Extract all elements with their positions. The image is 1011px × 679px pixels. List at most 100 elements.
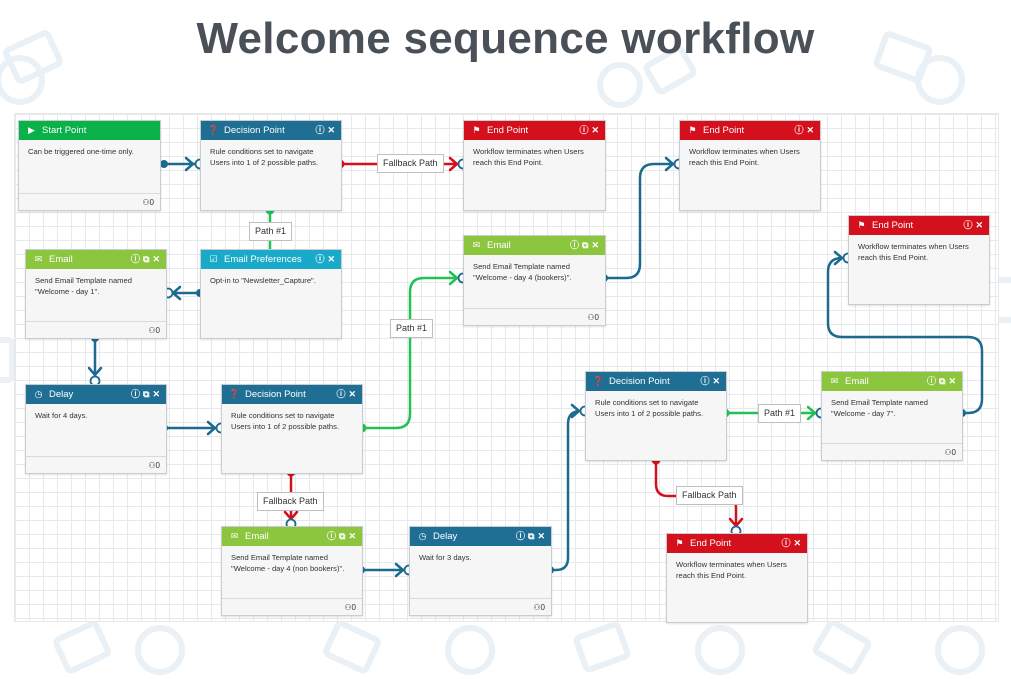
copy-icon[interactable]: ⧉ bbox=[528, 531, 535, 541]
node-title: Email bbox=[845, 376, 869, 387]
close-icon[interactable]: ✕ bbox=[327, 254, 335, 264]
close-icon[interactable]: ✕ bbox=[591, 125, 599, 135]
node-title: Start Point bbox=[42, 125, 87, 136]
end-point-node[interactable]: ⚑ End Point ⓘ ✕ Workflow terminates when… bbox=[463, 120, 606, 211]
copy-icon[interactable]: ⧉ bbox=[339, 531, 346, 541]
info-icon[interactable]: ⓘ bbox=[794, 125, 804, 135]
node-title: Email bbox=[245, 531, 269, 542]
close-icon[interactable]: ✕ bbox=[712, 376, 720, 386]
node-header[interactable]: ◷ Delay ⓘ ⧉ ✕ bbox=[410, 527, 551, 546]
end-point-node[interactable]: ⚑ End Point ⓘ ✕ Workflow terminates when… bbox=[679, 120, 821, 211]
decision-point-node[interactable]: ❓ Decision Point ⓘ ✕ Rule conditions set… bbox=[221, 384, 363, 474]
node-title: Delay bbox=[433, 531, 458, 542]
end-point-node[interactable]: ⚑ End Point ⓘ ✕ Workflow terminates when… bbox=[666, 533, 808, 623]
node-header[interactable]: ❓ Decision Point ⓘ ✕ bbox=[222, 385, 362, 404]
user-count: 0 bbox=[149, 198, 154, 207]
node-header[interactable]: ❓ Decision Point ⓘ ✕ bbox=[201, 121, 341, 140]
node-title: Email bbox=[49, 254, 73, 265]
close-icon[interactable]: ✕ bbox=[348, 531, 356, 541]
info-icon[interactable]: ⓘ bbox=[700, 376, 710, 386]
close-icon[interactable]: ✕ bbox=[327, 125, 335, 135]
node-description: Can be triggered one-time only. bbox=[28, 147, 134, 156]
node-title: End Point bbox=[487, 125, 529, 136]
email-node[interactable]: ✉ Email ⓘ ⧉ ✕ Send Email Template named … bbox=[821, 371, 963, 461]
close-icon[interactable]: ✕ bbox=[975, 220, 983, 230]
info-icon[interactable]: ⓘ bbox=[963, 220, 973, 230]
copy-icon[interactable]: ⧉ bbox=[582, 240, 589, 250]
flag-icon: ⚑ bbox=[675, 538, 684, 548]
fallback-path-label[interactable]: Fallback Path bbox=[676, 486, 743, 505]
play-icon: ▶ bbox=[28, 125, 35, 135]
info-icon[interactable]: ⓘ bbox=[927, 376, 937, 386]
node-header[interactable]: ⚑ End Point ⓘ ✕ bbox=[849, 216, 989, 235]
start-point-node[interactable]: ▶ Start Point Can be triggered one-time … bbox=[18, 120, 161, 211]
node-description: Wait for 3 days. bbox=[419, 553, 472, 562]
node-header[interactable]: ✉ Email ⓘ ⧉ ✕ bbox=[464, 236, 605, 255]
close-icon[interactable]: ✕ bbox=[152, 254, 160, 264]
node-title: Email Preferences bbox=[224, 254, 302, 265]
node-description: Rule conditions set to navigate Users in… bbox=[210, 147, 319, 167]
user-count: 0 bbox=[540, 603, 545, 612]
node-header[interactable]: ✉ Email ⓘ ⧉ ✕ bbox=[822, 372, 962, 391]
info-icon[interactable]: ⓘ bbox=[315, 254, 325, 264]
info-icon[interactable]: ⓘ bbox=[327, 531, 337, 541]
node-header[interactable]: ▶ Start Point bbox=[19, 121, 160, 140]
info-icon[interactable]: ⓘ bbox=[315, 125, 325, 135]
close-icon[interactable]: ✕ bbox=[793, 538, 801, 548]
node-title: Email bbox=[487, 240, 511, 251]
node-header[interactable]: ✉ Email ⓘ ⧉ ✕ bbox=[26, 250, 166, 269]
email-node[interactable]: ✉ Email ⓘ ⧉ ✕ Send Email Template named … bbox=[221, 526, 363, 616]
node-title: Decision Point bbox=[245, 389, 306, 400]
node-description: Send Email Template named "Welcome - day… bbox=[35, 276, 132, 296]
node-footer: ⚇0 bbox=[822, 443, 962, 460]
close-icon[interactable]: ✕ bbox=[948, 376, 956, 386]
info-icon[interactable]: ⓘ bbox=[570, 240, 580, 250]
node-header[interactable]: ⚑ End Point ⓘ ✕ bbox=[464, 121, 605, 140]
close-icon[interactable]: ✕ bbox=[591, 240, 599, 250]
info-icon[interactable]: ⓘ bbox=[516, 531, 526, 541]
clock-icon: ◷ bbox=[418, 531, 427, 541]
email-node[interactable]: ✉ Email ⓘ ⧉ ✕ Send Email Template named … bbox=[25, 249, 167, 339]
email-node[interactable]: ✉ Email ⓘ ⧉ ✕ Send Email Template named … bbox=[463, 235, 606, 326]
info-icon[interactable]: ⓘ bbox=[336, 389, 346, 399]
info-icon[interactable]: ⓘ bbox=[131, 389, 141, 399]
path-1-label[interactable]: Path #1 bbox=[249, 222, 293, 241]
node-title: Delay bbox=[49, 389, 74, 400]
decision-point-node[interactable]: ❓ Decision Point ⓘ ✕ Rule conditions set… bbox=[585, 371, 727, 461]
close-icon[interactable]: ✕ bbox=[348, 389, 356, 399]
node-header[interactable]: ☑ Email Preferences ⓘ ✕ bbox=[201, 250, 341, 269]
node-header[interactable]: ⚑ End Point ⓘ ✕ bbox=[667, 534, 807, 553]
users-icon: ⚇ bbox=[148, 461, 156, 470]
users-icon: ⚇ bbox=[944, 448, 952, 457]
copy-icon[interactable]: ⧉ bbox=[939, 376, 946, 386]
info-icon[interactable]: ⓘ bbox=[781, 538, 791, 548]
copy-icon[interactable]: ⧉ bbox=[143, 389, 150, 399]
close-icon[interactable]: ✕ bbox=[806, 125, 814, 135]
delay-node[interactable]: ◷ Delay ⓘ ⧉ ✕ Wait for 4 days. ⚇0 bbox=[25, 384, 167, 474]
node-header[interactable]: ⚑ End Point ⓘ ✕ bbox=[680, 121, 820, 140]
node-footer: ⚇0 bbox=[19, 193, 160, 210]
node-header[interactable]: ✉ Email ⓘ ⧉ ✕ bbox=[222, 527, 362, 546]
path-1-label[interactable]: Path #1 bbox=[758, 404, 802, 423]
node-title: Decision Point bbox=[609, 376, 670, 387]
copy-icon[interactable]: ⧉ bbox=[143, 254, 150, 264]
node-description: Send Email Template named "Welcome - day… bbox=[231, 553, 345, 573]
fallback-path-label[interactable]: Fallback Path bbox=[377, 154, 444, 173]
email-preferences-node[interactable]: ☑ Email Preferences ⓘ ✕ Opt-in to "Newsl… bbox=[200, 249, 342, 339]
page-title: Welcome sequence workflow bbox=[196, 14, 815, 63]
info-icon[interactable]: ⓘ bbox=[131, 254, 141, 264]
close-icon[interactable]: ✕ bbox=[152, 389, 160, 399]
info-icon[interactable]: ⓘ bbox=[579, 125, 589, 135]
delay-node[interactable]: ◷ Delay ⓘ ⧉ ✕ Wait for 3 days. ⚇0 bbox=[409, 526, 552, 616]
path-1-label[interactable]: Path #1 bbox=[390, 319, 434, 338]
users-icon: ⚇ bbox=[142, 198, 150, 207]
decision-point-node[interactable]: ❓ Decision Point ⓘ ✕ Rule conditions set… bbox=[200, 120, 342, 211]
node-header[interactable]: ❓ Decision Point ⓘ ✕ bbox=[586, 372, 726, 391]
end-point-node[interactable]: ⚑ End Point ⓘ ✕ Workflow terminates when… bbox=[848, 215, 990, 305]
close-icon[interactable]: ✕ bbox=[537, 531, 545, 541]
node-header[interactable]: ◷ Delay ⓘ ⧉ ✕ bbox=[26, 385, 166, 404]
preferences-icon: ☑ bbox=[209, 254, 218, 264]
user-count: 0 bbox=[594, 313, 599, 322]
node-description: Workflow terminates when Users reach thi… bbox=[473, 147, 584, 167]
fallback-path-label[interactable]: Fallback Path bbox=[257, 492, 324, 511]
